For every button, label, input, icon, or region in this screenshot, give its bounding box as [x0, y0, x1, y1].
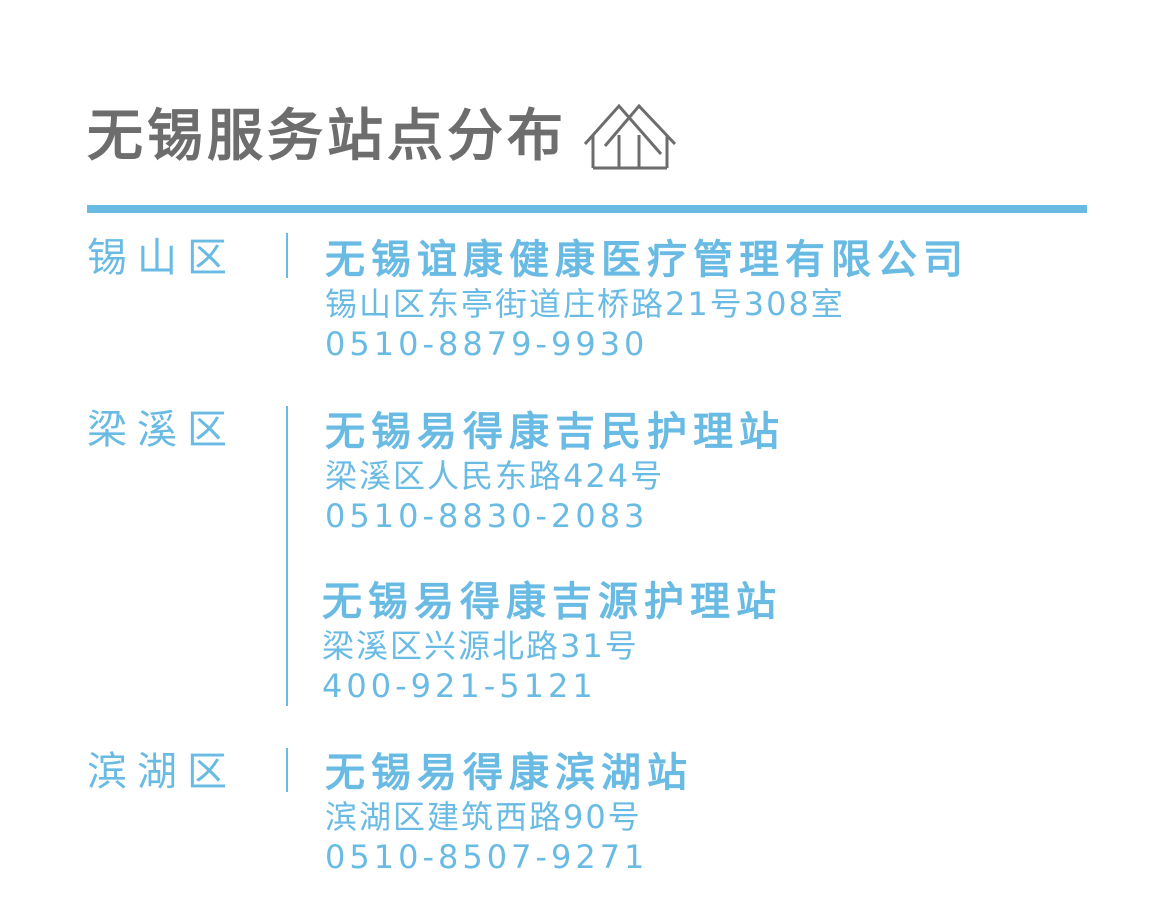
station-address: 滨湖区建筑西路90号: [325, 798, 642, 836]
station-phone: 0510-8507-9271: [325, 838, 649, 876]
page-title: 无锡服务站点分布: [87, 104, 567, 169]
station-phone: 0510-8830-2083: [325, 497, 649, 535]
station-name: 无锡谊康健康医疗管理有限公司: [325, 237, 969, 283]
header: 无锡服务站点分布: [87, 98, 679, 176]
station-name: 无锡易得康吉源护理站: [322, 579, 782, 625]
station-phone: 400-921-5121: [322, 667, 597, 705]
district-label-xishan: 锡山区: [87, 235, 237, 281]
station-name: 无锡易得康滨湖站: [325, 750, 693, 796]
station-address: 梁溪区人民东路424号: [325, 457, 665, 495]
station-address: 梁溪区兴源北路31号: [322, 627, 639, 665]
station-card: 无锡谊康健康医疗管理有限公司 锡山区东亭街道庄桥路21号308室 0510-88…: [325, 236, 969, 364]
district-divider: [286, 406, 288, 706]
station-name: 无锡易得康吉民护理站: [325, 409, 785, 455]
district-divider: [286, 748, 288, 792]
station-card: 无锡易得康吉源护理站 梁溪区兴源北路31号 400-921-5121: [322, 578, 782, 706]
station-card: 无锡易得康滨湖站 滨湖区建筑西路90号 0510-8507-9271: [325, 749, 693, 877]
station-phone: 0510-8879-9930: [325, 325, 649, 363]
station-card: 无锡易得康吉民护理站 梁溪区人民东路424号 0510-8830-2083: [325, 408, 785, 536]
header-underline: [87, 205, 1087, 213]
district-divider: [286, 233, 288, 278]
house-icon: [583, 103, 677, 170]
station-address: 锡山区东亭街道庄桥路21号308室: [325, 285, 845, 323]
district-label-binhu: 滨湖区: [87, 749, 237, 795]
district-label-liangxi: 梁溪区: [87, 407, 237, 453]
